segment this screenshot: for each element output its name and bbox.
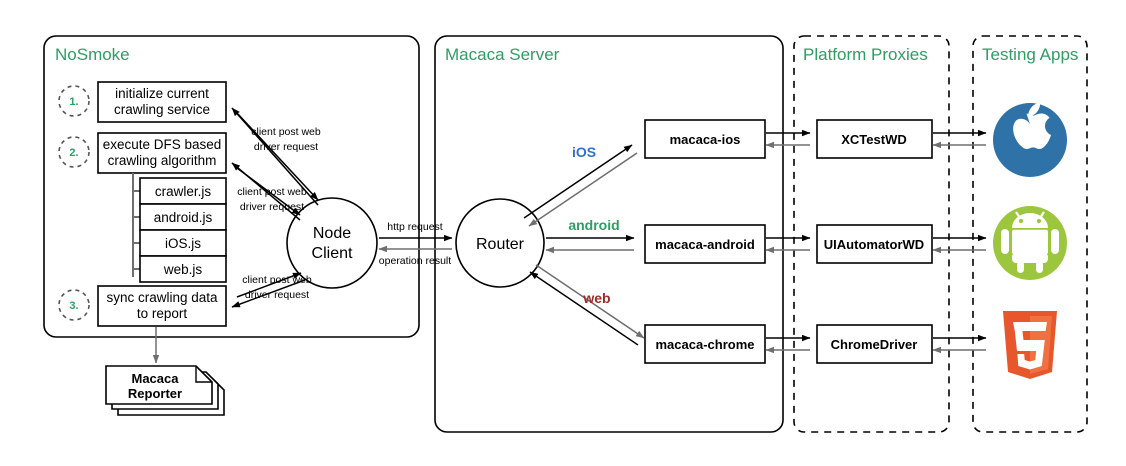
panel-title-nosmoke: NoSmoke xyxy=(55,45,130,64)
step-box-execute-dfs[interactable]: execute DFS based crawling algorithm xyxy=(97,132,227,174)
step-number-1: 1. xyxy=(69,96,78,108)
apple-icon[interactable] xyxy=(993,102,1067,177)
arrow-router-ios: iOS xyxy=(523,144,638,227)
arrow-android-uiautomatorwd xyxy=(765,234,811,254)
node-client-line2: Client xyxy=(312,245,353,262)
arrow-chromedriver-html5app xyxy=(932,334,987,354)
step-marker-1: 1. xyxy=(58,85,90,117)
module-box-crawler[interactable]: crawler.js xyxy=(139,177,227,205)
step-marker-3: 3. xyxy=(58,289,90,321)
proxy-box-chromedriver[interactable]: ChromeDriver xyxy=(816,324,933,364)
arrow-ios-xctestwd xyxy=(765,129,811,149)
module-box-web[interactable]: web.js xyxy=(139,255,227,283)
request-label-2: client post web driver request xyxy=(237,186,307,213)
request-label-1: client post web driver request xyxy=(251,126,321,153)
request-label-2-line1: client post web xyxy=(237,186,307,198)
step-marker-2: 2. xyxy=(58,136,90,168)
arrow-xctestwd-appleapp xyxy=(932,129,987,149)
module-label-crawler: crawler.js xyxy=(155,184,212,199)
panel-testing-apps: Testing Apps xyxy=(972,35,1088,433)
step-number-3: 3. xyxy=(69,300,78,312)
module-box-ios[interactable]: iOS.js xyxy=(139,229,227,257)
request-label-3: client post web driver request xyxy=(242,274,312,301)
proxy-box-xctestwd[interactable]: XCTestWD xyxy=(816,119,933,159)
module-label-ios: iOS.js xyxy=(165,236,201,251)
macaca-reporter-line1: Macaca xyxy=(132,371,180,386)
step-box-sync-report[interactable]: sync crawling data to report xyxy=(97,285,227,327)
driver-label-macaca-ios: macaca-ios xyxy=(670,132,741,147)
step-box-execute-dfs-line1: execute DFS based xyxy=(103,137,222,152)
proxy-box-uiautomatorwd[interactable]: UIAutomatorWD xyxy=(816,224,933,264)
request-label-3-line2: driver request xyxy=(245,289,309,301)
arrow-router-android: android xyxy=(545,217,635,254)
arrow-uiautomatorwd-androidapp xyxy=(932,234,987,254)
proxy-label-chromedriver: ChromeDriver xyxy=(831,337,918,352)
protocol-label-android: android xyxy=(568,217,619,233)
arrow-router-web: web xyxy=(529,264,645,346)
panel-title-testing-apps: Testing Apps xyxy=(982,45,1078,64)
proxy-label-uiautomatorwd: UIAutomatorWD xyxy=(824,237,924,252)
operation-result-label: operation result xyxy=(379,255,451,267)
step-box-sync-report-line2: to report xyxy=(137,306,188,321)
http-request-label: http request xyxy=(387,221,443,233)
protocol-label-web: web xyxy=(582,290,610,306)
node-client-line1: Node xyxy=(313,225,351,242)
driver-box-macaca-ios[interactable]: macaca-ios xyxy=(644,119,766,159)
driver-box-macaca-chrome[interactable]: macaca-chrome xyxy=(644,324,766,364)
step-box-initialize-line1: initialize current xyxy=(115,86,209,101)
macaca-reporter-line2: Reporter xyxy=(128,386,182,401)
arrow-nodeclient-router: http request operation result xyxy=(378,221,453,267)
request-label-3-line1: client post web xyxy=(242,274,312,286)
arrow-sync-to-nodeclient xyxy=(231,272,306,308)
module-label-web: web.js xyxy=(163,262,203,277)
step-box-initialize[interactable]: initialize current crawling service xyxy=(97,81,227,123)
request-label-1-line1: client post web xyxy=(251,126,321,138)
protocol-label-ios: iOS xyxy=(572,144,596,160)
arrow-dfs-to-nodeclient xyxy=(231,162,301,221)
panel-macaca-server: Macaca Server xyxy=(434,35,784,433)
panel-nosmoke: NoSmoke xyxy=(43,35,420,338)
proxy-label-xctestwd: XCTestWD xyxy=(841,132,906,147)
panel-platform-proxies: Platform Proxies xyxy=(793,35,950,433)
driver-box-macaca-android[interactable]: macaca-android xyxy=(644,224,766,264)
module-tree-connectors xyxy=(132,173,140,277)
step-box-execute-dfs-line2: crawling algorithm xyxy=(108,153,217,168)
android-icon[interactable] xyxy=(993,206,1067,280)
panel-title-platform-proxies: Platform Proxies xyxy=(803,45,928,64)
router-node[interactable]: Router xyxy=(455,198,545,288)
request-label-2-line2: driver request xyxy=(240,201,304,213)
module-box-android[interactable]: android.js xyxy=(139,203,227,231)
panel-title-macaca-server: Macaca Server xyxy=(445,45,560,64)
router-label: Router xyxy=(476,236,525,253)
step-number-2: 2. xyxy=(69,147,78,159)
driver-label-macaca-chrome: macaca-chrome xyxy=(656,337,755,352)
html5-icon[interactable] xyxy=(1003,311,1057,379)
step-box-sync-report-line1: sync crawling data xyxy=(106,290,218,305)
module-label-android: android.js xyxy=(154,210,213,225)
arrow-chrome-chromedriver xyxy=(765,334,811,354)
macaca-reporter-stack[interactable]: Macaca Reporter xyxy=(105,365,225,416)
request-label-1-line2: driver request xyxy=(254,141,318,153)
arrow-initialize-to-nodeclient xyxy=(231,107,319,206)
driver-label-macaca-android: macaca-android xyxy=(655,237,755,252)
step-box-initialize-line2: crawling service xyxy=(114,102,210,117)
node-client-node[interactable]: Node Client xyxy=(286,197,378,289)
